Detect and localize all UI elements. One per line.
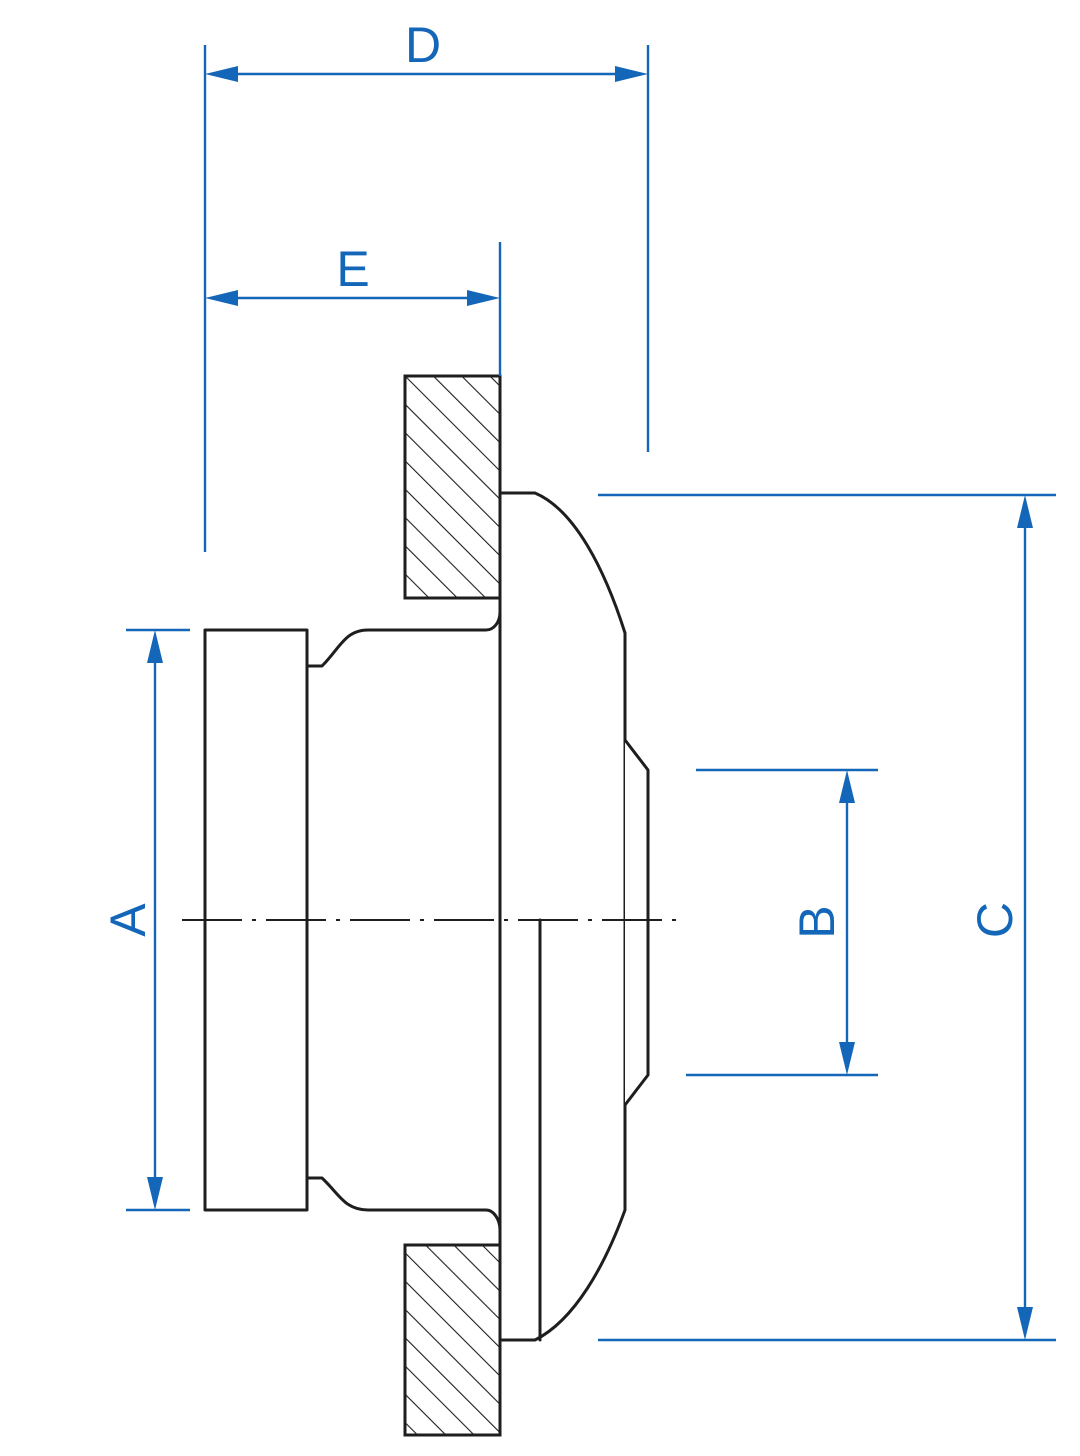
dimension-c-label: C [967, 902, 1023, 938]
wall-section-top [403, 374, 502, 600]
wall-section-bottom [403, 1243, 502, 1437]
dimension-b: B [686, 768, 878, 1077]
dimension-a-label: A [100, 903, 156, 937]
dimension-a: A [100, 628, 190, 1212]
flange-cap [498, 491, 627, 1342]
center-boss [623, 739, 650, 1106]
dimension-e: E [205, 241, 502, 376]
dimension-d: D [203, 17, 650, 552]
dimension-b-label: B [789, 905, 845, 938]
dimension-e-label: E [336, 241, 369, 297]
dimension-c: C [598, 493, 1056, 1342]
dimension-d-label: D [405, 17, 441, 73]
